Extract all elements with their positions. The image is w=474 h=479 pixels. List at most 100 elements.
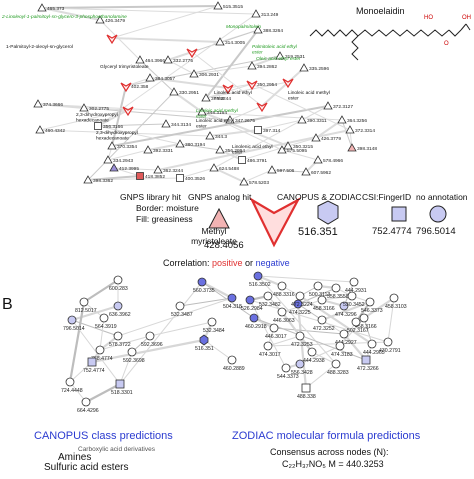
- network-edge: [39, 109, 129, 131]
- network-edge: [119, 281, 203, 385]
- network-node: [365, 297, 375, 307]
- network-edge: [41, 7, 257, 15]
- legend-library-hit-symbol: [249, 197, 301, 248]
- network-node-csi: [301, 383, 311, 393]
- network-node-analog: [337, 115, 347, 124]
- node-label: 768.4774: [91, 356, 113, 362]
- network-node-analog: [209, 163, 219, 172]
- panel-a-annotations: 2-Linoleoyl-1-palmitoyl-sn-glycero-3-pho…: [1, 14, 330, 156]
- legend-example-name: Methyl myristoleate: [191, 226, 237, 246]
- network-edge: [147, 143, 181, 151]
- node-label: 344.3134: [171, 122, 191, 128]
- node-label: 418.3852: [145, 174, 165, 180]
- node-label: 575.5095: [287, 148, 307, 154]
- network-node-analog: [107, 141, 117, 150]
- network-edge: [111, 37, 221, 43]
- network-node: [245, 295, 255, 305]
- compound-annotation: 2-Linoleoyl-1-palmitoyl-sn-glycero-3-pho…: [1, 14, 127, 20]
- network-edge: [41, 5, 219, 9]
- network-node: [127, 347, 137, 357]
- network-edge: [139, 59, 175, 93]
- network-edge: [107, 149, 149, 161]
- node-label: 624.5488: [219, 166, 239, 172]
- network-edge: [179, 297, 233, 307]
- network-edge: [205, 29, 259, 99]
- network-edge: [71, 304, 119, 322]
- network-node: [317, 315, 327, 325]
- node-label: 460.4342: [45, 128, 65, 134]
- node-label: 444.2965: [363, 350, 385, 356]
- network-node-analog: [145, 73, 155, 82]
- legend-fill-label: Fill: greasiness: [136, 214, 193, 224]
- node-label: 488.3283: [327, 370, 349, 376]
- network-edge: [203, 339, 233, 361]
- network-edge: [167, 51, 193, 61]
- network-node-analog: [299, 63, 309, 72]
- network-node-analog: [153, 165, 163, 174]
- legend-header-canopus: CANOPUS & ZODIAC: [277, 192, 362, 202]
- node-label: 578.3722: [109, 342, 131, 348]
- node-label: 812.5017: [75, 308, 97, 314]
- network-node-analog: [345, 125, 355, 134]
- network-node-analog: [267, 165, 277, 174]
- network-node: [113, 275, 123, 285]
- legend-header-analog: GNPS analog hit: [188, 192, 252, 202]
- node-label: 556.3428: [291, 370, 313, 376]
- network-node: [389, 293, 399, 303]
- legend: [208, 197, 447, 248]
- node-label: 446.3063: [273, 318, 295, 324]
- network-node-analog: [323, 101, 333, 110]
- network-node: [79, 297, 89, 307]
- node-label: 402.358: [131, 84, 149, 90]
- node-label: 724.4448: [61, 388, 83, 394]
- network-edge: [157, 129, 351, 171]
- network-node-analog: [215, 145, 225, 154]
- compound-annotation: Monopalmitolein: [226, 24, 261, 30]
- network-node: [317, 295, 327, 305]
- network-node-analog: [301, 167, 311, 176]
- network-edge: [213, 167, 245, 183]
- network-node-analog: [33, 99, 43, 108]
- node-label: 564.3919: [95, 324, 117, 330]
- node-label: 532.3487: [171, 312, 193, 318]
- monoelaidin-structure: [309, 23, 471, 61]
- legend-canopus-symbol: [317, 200, 339, 225]
- node-label: 306.2931: [199, 72, 219, 78]
- node-label: 430.2791: [379, 348, 401, 354]
- network-node-csi: [87, 357, 97, 367]
- network-edge: [257, 119, 303, 131]
- network-edge: [68, 301, 86, 383]
- legend-value-analog: 428.4056: [204, 240, 244, 251]
- node-label: 302.2775: [89, 106, 109, 112]
- node-label: 362.3244: [163, 168, 183, 174]
- legend-csi-symbol: [391, 206, 407, 222]
- node-label: 472.3224: [291, 302, 313, 308]
- network-edge: [299, 345, 341, 365]
- node-label: 356.3166: [103, 124, 123, 130]
- node-label: 474.3017: [259, 352, 281, 358]
- node-label: 380.3194: [185, 142, 205, 148]
- network-node-analog: [109, 163, 119, 172]
- node-label: 398.3362: [93, 178, 113, 184]
- network-edge: [297, 303, 323, 321]
- node-label: 444.2931: [345, 288, 367, 294]
- network-node: [113, 301, 123, 311]
- network-edge: [296, 303, 308, 389]
- node-label: 460.2889: [223, 366, 245, 372]
- node-label: 460.2918: [245, 324, 267, 330]
- network-node-library-hit: [222, 84, 234, 95]
- node-label: 488.338: [297, 394, 316, 400]
- node-label: 752.4774: [83, 368, 105, 374]
- node-label: 319.2531: [285, 54, 305, 60]
- network-node: [263, 291, 273, 301]
- node-label: 516.351: [195, 346, 214, 352]
- consensus-formula: C₂₂H₃₇NO₅ M = 440.3253: [282, 459, 384, 469]
- network-edge: [213, 119, 303, 169]
- network-node: [349, 277, 359, 287]
- network-node: [295, 359, 305, 369]
- network-edge: [111, 105, 329, 147]
- node-label: 592.3698: [123, 358, 145, 364]
- network-edge: [37, 103, 343, 121]
